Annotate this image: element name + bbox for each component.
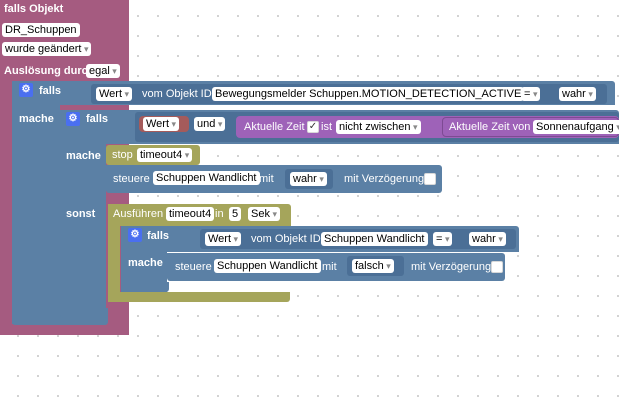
if1-object-id[interactable]: Bewegungsmelder Schuppen.MOTION_DETECTIO…	[212, 87, 525, 101]
control1-mit-label: mit	[259, 173, 274, 185]
if3-compare-value-dropdown[interactable]: wahr	[469, 232, 506, 246]
trigger-object-id[interactable]: DR_Schuppen	[2, 23, 80, 37]
control2-mit-label: mit	[322, 261, 337, 273]
if2-and-dropdown[interactable]: und	[194, 117, 226, 131]
if1-value-field-dropdown[interactable]: Wert	[96, 87, 133, 101]
if2-bottom-bar	[60, 308, 108, 318]
if2-between-dropdown[interactable]: nicht zwischen	[336, 120, 421, 134]
control2-delay-label: mit Verzögerung	[411, 261, 492, 273]
if3-from-object-label: vom Objekt ID	[251, 233, 321, 245]
if1-left-column	[12, 81, 60, 324]
control2-delay-checkbox[interactable]	[491, 261, 503, 273]
if3-mutator-gear-icon[interactable]: ⚙	[128, 228, 142, 242]
if2-mache-label: mache	[66, 150, 101, 162]
stop-label: stop	[112, 149, 133, 161]
timeout-left-column	[108, 204, 120, 302]
control1-delay-label: mit Verzögerung	[344, 173, 425, 185]
control1-value-dropdown[interactable]: wahr	[290, 172, 327, 186]
control2-label: steuere	[175, 261, 212, 273]
if2-sonst-label: sonst	[66, 208, 96, 220]
if1-bottom-bar	[12, 316, 108, 325]
trigger-by-label: Auslösung durch	[4, 65, 95, 77]
timeout-name[interactable]: timeout4	[166, 207, 215, 221]
timeout-amount[interactable]: 5	[229, 207, 242, 221]
if1-from-object-label: vom Objekt ID	[142, 88, 212, 100]
if1-falls-label: falls	[39, 85, 62, 97]
control1-label: steuere	[113, 173, 150, 185]
if3-value-field-dropdown[interactable]: Wert	[205, 232, 242, 246]
control1-object[interactable]: Schuppen Wandlicht	[153, 171, 260, 185]
if3-bottom-bar	[121, 282, 169, 292]
control2-value-dropdown[interactable]: falsch	[352, 259, 394, 273]
if2-falls-label: falls	[86, 113, 109, 125]
timeout-bottom-bar	[108, 292, 290, 302]
if1-operator-dropdown[interactable]: =	[521, 87, 541, 101]
timeout-label: Ausführen	[113, 208, 164, 220]
if3-object-id[interactable]: Schuppen Wandlicht	[321, 232, 428, 246]
if1-compare-value-dropdown[interactable]: wahr	[559, 87, 596, 101]
if2-current-time-label: Aktuelle Zeit	[244, 121, 305, 133]
timeout-in-label: in	[215, 208, 224, 220]
if2-mutator-gear-icon[interactable]: ⚙	[66, 112, 80, 126]
if3-mache-label: mache	[128, 257, 163, 269]
if3-operator-dropdown[interactable]: =	[433, 232, 453, 246]
if1-mache-label: mache	[19, 113, 54, 125]
if1-mutator-gear-icon[interactable]: ⚙	[19, 83, 33, 97]
if2-left-column	[60, 110, 106, 318]
if2-ist-checkbox[interactable]: ✓	[307, 121, 319, 133]
control2-object[interactable]: Schuppen Wandlicht	[214, 259, 321, 273]
trigger-by-dropdown[interactable]: egal	[86, 64, 120, 78]
if2-value-field-dropdown[interactable]: Wert	[143, 117, 180, 131]
if3-falls-label: falls	[147, 230, 170, 242]
stop-timeout-dropdown[interactable]: timeout4	[137, 148, 193, 162]
if2-ist-label: ist	[321, 121, 332, 133]
timeout-unit-dropdown[interactable]: Sek	[248, 207, 280, 221]
control1-delay-checkbox[interactable]	[424, 173, 436, 185]
trigger-label: falls Objekt	[4, 3, 64, 15]
trigger-condition-dropdown[interactable]: wurde geändert	[2, 42, 92, 56]
if2-current-time-of-label: Aktuelle Zeit von	[449, 121, 531, 133]
if2-sunrise-dropdown[interactable]: Sonnenaufgang	[533, 120, 619, 134]
